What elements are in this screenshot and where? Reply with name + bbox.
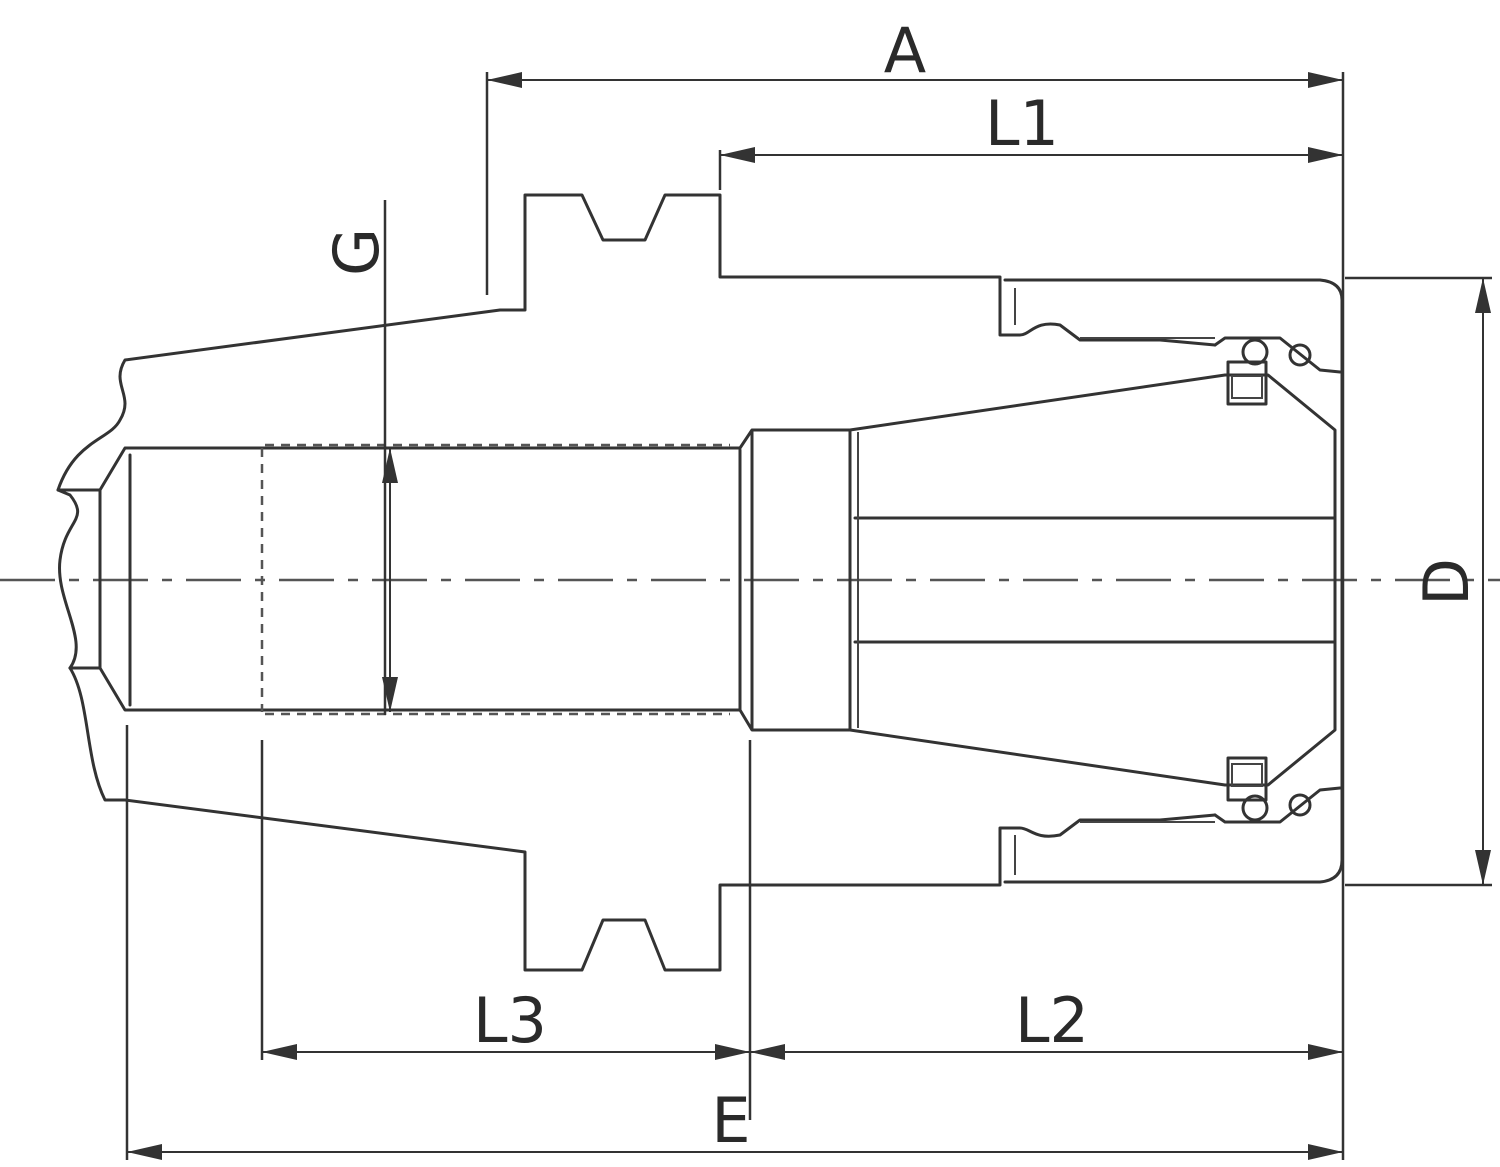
label-L3: L3 (473, 984, 547, 1057)
nut-detail-bottom (1080, 756, 1342, 824)
label-G: G (320, 228, 393, 276)
dimension-lines (127, 72, 1491, 1160)
label-L2: L2 (1015, 984, 1089, 1057)
label-D: D (1410, 558, 1483, 606)
shank-bore (98, 428, 852, 732)
holder-body (56, 193, 1344, 972)
nut-detail-top (1080, 336, 1342, 406)
label-L1: L1 (985, 87, 1059, 160)
label-A: A (884, 14, 926, 87)
label-E: E (711, 1084, 750, 1157)
extension-lines (125, 72, 1492, 1160)
